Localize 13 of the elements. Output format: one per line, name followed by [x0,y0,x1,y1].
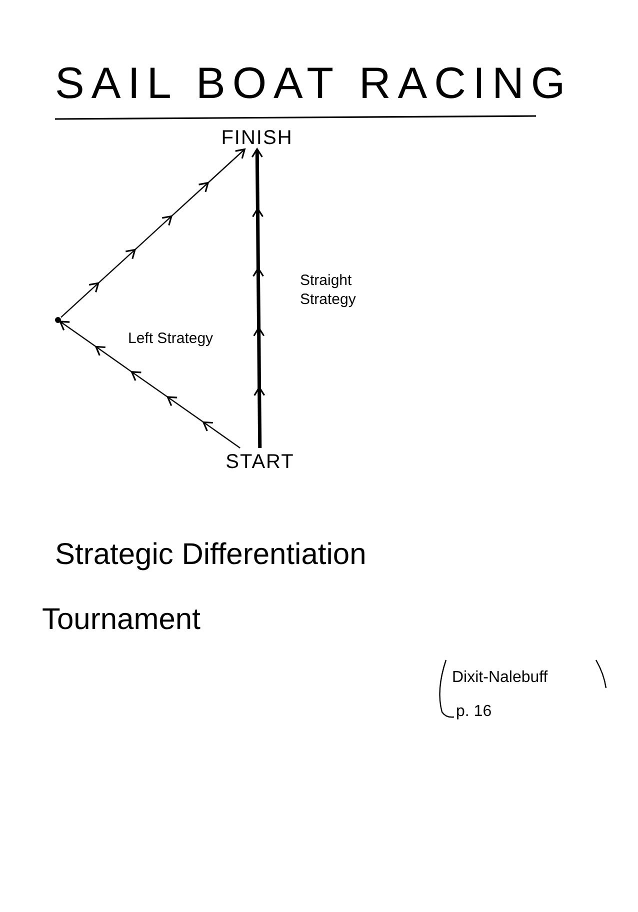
reference: Dixit-Nalebuff [452,668,548,688]
note: Tournament [42,602,200,638]
edge-label: Straight Strategy [300,272,357,310]
reference: p. 16 [456,702,492,722]
course-arrow [252,148,265,450]
course-mark-label: FINISH [215,126,299,150]
turn-point [55,317,61,323]
course-mark-label: START [205,448,315,476]
course-arrow [60,148,246,318]
edge-label: Left Strategy [128,330,214,349]
note: Strategic Differentiation [55,537,366,573]
title: SAIL BOAT RACING [55,62,572,106]
course-arrow [60,320,240,448]
